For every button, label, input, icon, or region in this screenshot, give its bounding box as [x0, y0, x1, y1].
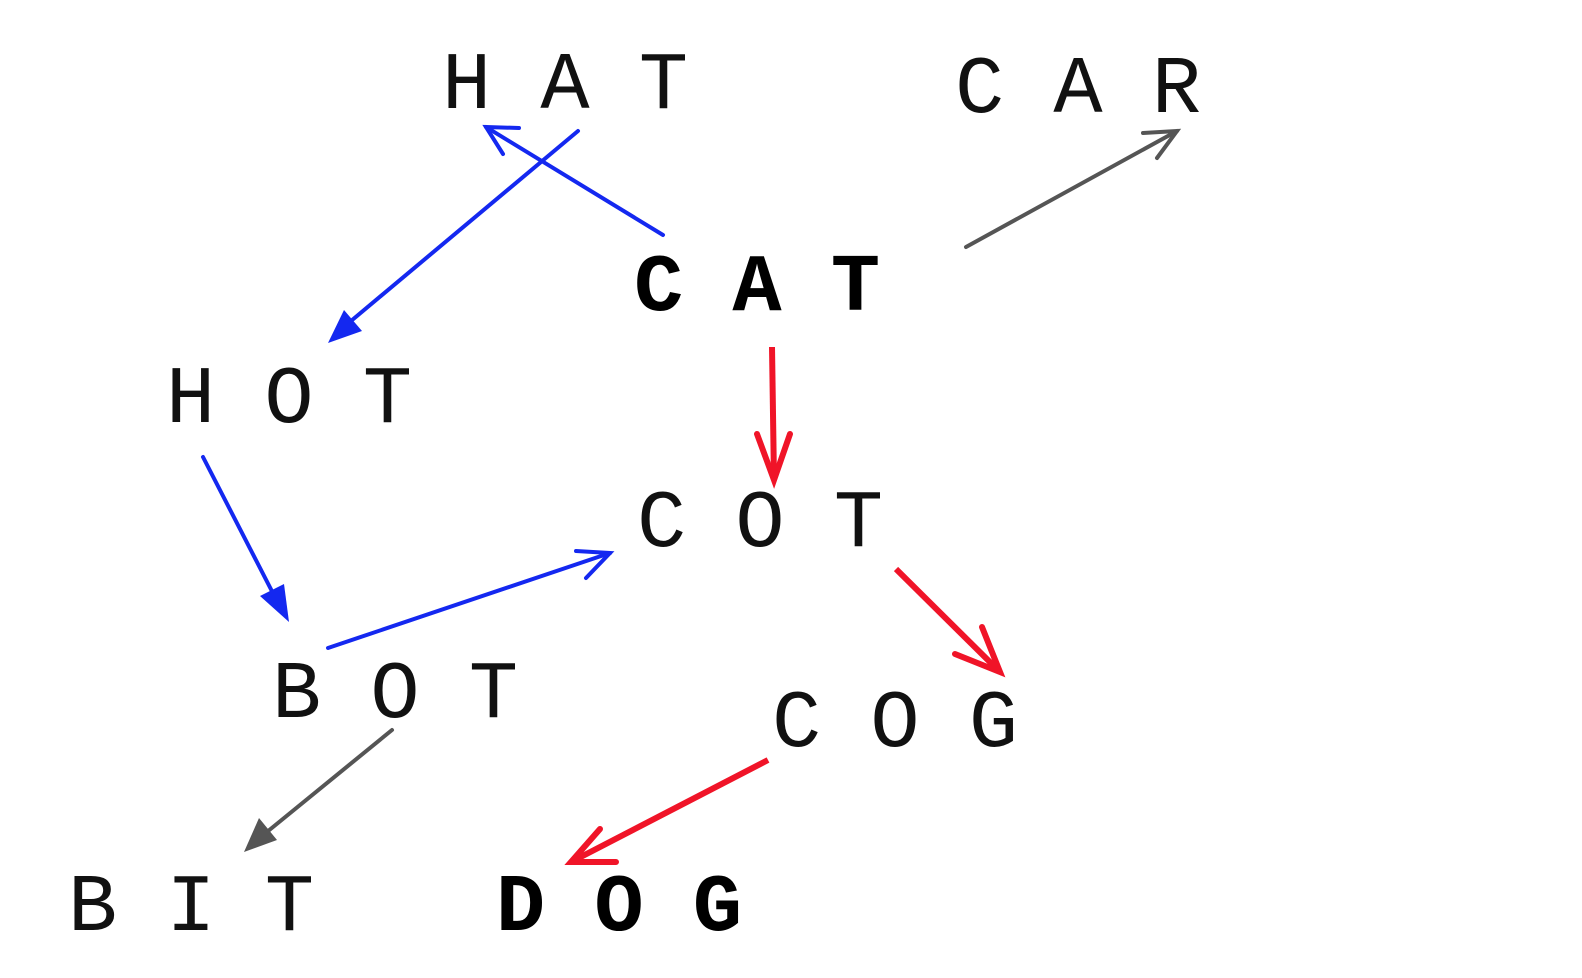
edge-cog-to-dog-line — [569, 757, 770, 865]
edge-hat-to-hot-line — [343, 129, 580, 328]
node-cot: C O T — [637, 478, 883, 571]
node-bot: B O T — [272, 649, 518, 742]
edge-cat-to-cot-arrowhead — [754, 431, 793, 489]
edge-cat-to-car-arrowhead — [1141, 128, 1182, 160]
node-cat: C A T — [634, 242, 880, 335]
edge-cat-to-hat-line — [484, 125, 665, 237]
edge-hat-to-hot — [328, 129, 580, 343]
edge-cat-to-hat — [482, 124, 665, 237]
edge-cat-to-cot-line — [769, 346, 777, 481]
edges-layer — [201, 124, 1182, 865]
edge-cat-to-hat-arrowhead — [482, 124, 521, 156]
edge-bot-to-bit-line — [260, 728, 394, 838]
edge-hot-to-bot-arrowhead — [260, 584, 289, 622]
edge-hot-to-bot — [201, 455, 289, 622]
node-hat: H A T — [442, 40, 688, 133]
edge-bot-to-cot-arrowhead — [574, 549, 615, 580]
edge-cot-to-cog-line — [893, 566, 1003, 675]
node-hot: H O T — [166, 354, 412, 447]
edge-bot-to-bit-arrowhead — [244, 818, 277, 852]
edge-bot-to-cot-line — [326, 551, 612, 650]
edge-bot-to-cot — [326, 549, 615, 650]
node-cog: C O G — [772, 678, 1018, 771]
nodes-layer: H A T C A R C A T H O T C O T B O T C O … — [68, 40, 1201, 955]
edge-cot-to-cog-arrowhead — [952, 624, 1006, 678]
edge-bot-to-bit — [244, 728, 394, 852]
edge-cat-to-car — [964, 128, 1182, 249]
edge-hot-to-bot-line — [201, 455, 280, 605]
node-car: C A R — [955, 44, 1201, 137]
edge-cat-to-car-line — [964, 129, 1179, 249]
node-bit: B I T — [68, 862, 314, 955]
node-dog: D O G — [496, 862, 742, 955]
edge-cog-to-dog-arrowhead — [564, 826, 619, 865]
edge-cot-to-cog — [893, 566, 1006, 678]
edge-hat-to-hot-arrowhead — [328, 310, 362, 343]
edge-cat-to-cot — [754, 346, 793, 489]
edge-cog-to-dog — [564, 757, 770, 865]
